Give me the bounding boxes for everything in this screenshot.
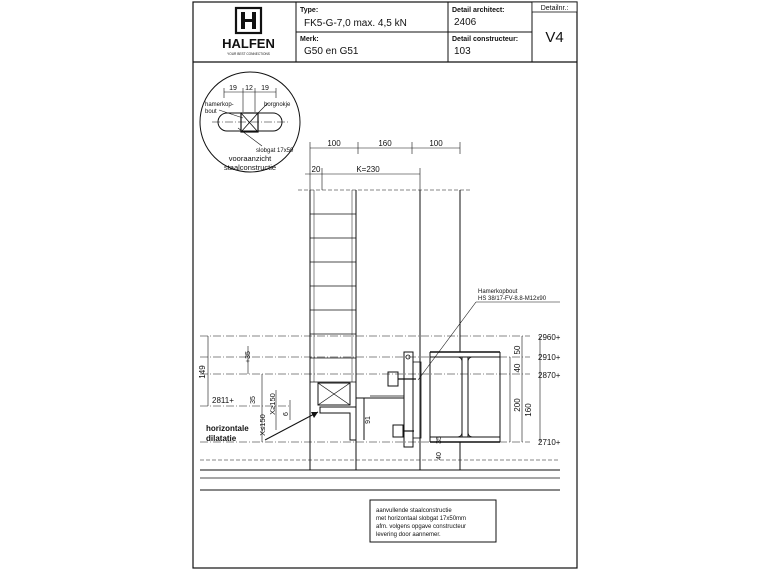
architect-value: 2406 <box>454 17 477 28</box>
levels-right: 2960+ 2910+ 2870+ 2811+ 2710+ 50 40 200 … <box>200 333 561 447</box>
merk-label: Merk: <box>300 36 319 43</box>
circle-label-2: bout <box>205 109 217 115</box>
dim-200: 200 <box>513 398 522 412</box>
logo-name: HALFEN <box>222 36 275 51</box>
logo-tagline: YOUR BEST CONNECTIONS <box>227 52 270 56</box>
architect-label: Detail architect: <box>452 7 505 14</box>
dim-40b: 40 <box>436 452 443 460</box>
dim-k: K=230 <box>356 165 380 174</box>
dim-20: 20 <box>312 165 321 174</box>
circle-label-3: borgnokje <box>264 102 291 108</box>
circle-dim-2: 12 <box>245 85 253 92</box>
dim-160: 160 <box>524 403 533 417</box>
note-line-2: met horizontaal slobgat 17x50mm <box>376 516 466 522</box>
level-2811: 2811+ <box>212 396 234 405</box>
detailnr-tab <box>531 1 578 13</box>
top-dimensions: 100 160 100 20 K=230 <box>305 139 461 190</box>
title-block: HALFEN YOUR BEST CONNECTIONS Type: FK5-G… <box>193 1 578 63</box>
dim-35c: 35 <box>436 436 443 444</box>
level-2710: 2710+ <box>538 438 561 447</box>
detailnr-label: Detailnr.: <box>541 5 569 12</box>
top-dim-3: 100 <box>429 139 443 148</box>
bolt-label-1: Hamerkopbout <box>478 289 518 295</box>
circle-label-4: slobgat 17x50 <box>256 148 294 154</box>
bracket-assembly <box>319 351 422 448</box>
dims-left: 149 +35 35 X≤150 X≥150 6 91 35 40 <box>198 336 443 460</box>
dim-91: 91 <box>365 416 372 424</box>
constructeur-value: 103 <box>454 46 471 57</box>
detail-circle: 19 12 19 hamerkop- bout borgnokje slobga… <box>199 71 301 173</box>
type-label: Type: <box>300 7 318 14</box>
circle-dim-1: 19 <box>229 85 237 92</box>
top-dim-1: 100 <box>327 139 341 148</box>
dim-35b: 35 <box>250 396 257 404</box>
halfen-logo: HALFEN YOUR BEST CONNECTIONS <box>222 6 275 56</box>
type-value: FK5-G-7,0 max. 4,5 kN <box>304 18 407 29</box>
level-2960: 2960+ <box>538 333 561 342</box>
dim-149: 149 <box>198 365 207 379</box>
bolt-label-2: HS 38/17-FV-8.8-M12x90 <box>478 296 547 302</box>
dim-40: 40 <box>513 363 522 372</box>
note-line-3: afm. volgens opgave constructeur <box>376 524 466 530</box>
circle-dim-3: 19 <box>261 85 269 92</box>
bolt-callout: Hamerkopbout HS 38/17-FV-8.8-M12x90 <box>417 289 560 381</box>
sheet-border <box>192 1 578 569</box>
constructeur-label: Detail constructeur: <box>452 36 518 43</box>
joint-label-2: dilatatie <box>206 434 237 443</box>
base-strip <box>200 459 560 491</box>
level-2870: 2870+ <box>538 371 561 380</box>
dim-xmax: X≤150 <box>258 414 267 436</box>
joint-callout: horizontale dilatatie <box>206 411 319 443</box>
top-dim-2: 160 <box>378 139 392 148</box>
level-2910: 2910+ <box>538 353 561 362</box>
circle-label-6: staalconstructie <box>224 163 276 172</box>
note-line-1: aanvullende staalconstructie <box>376 508 452 514</box>
joint-label-1: horizontale <box>206 424 249 433</box>
note-box: aanvullende staalconstructie met horizon… <box>369 499 497 543</box>
dim-50: 50 <box>513 345 522 354</box>
merk-value: G50 en G51 <box>304 46 359 57</box>
detailnr-value: V4 <box>545 29 563 46</box>
dim-6: 6 <box>283 412 290 416</box>
circle-label-1: hamerkop- <box>205 102 234 108</box>
dim-35a: +35 <box>245 351 252 363</box>
dim-xmin: X≥150 <box>268 393 277 415</box>
note-line-4: levering door aannemer. <box>376 532 441 538</box>
circle-label-5: vooraanzicht <box>229 154 272 163</box>
